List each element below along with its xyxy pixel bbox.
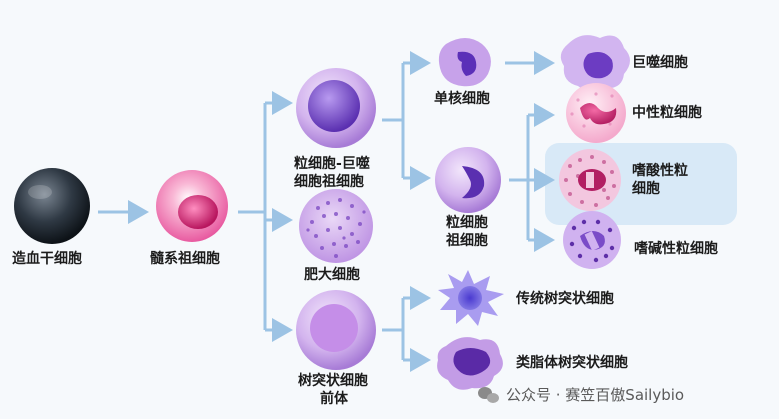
monocyte-label: 单核细胞 <box>434 91 490 107</box>
eosinophil-label-line2: 细胞 <box>632 181 660 197</box>
granulocyte-progenitor-label-line1: 粒细胞 <box>446 215 488 231</box>
myeloid-progenitor-label: 髓系祖细胞 <box>150 251 220 267</box>
eosinophil-label-line1: 嗜酸性粒 <box>632 163 688 179</box>
basophil-label: 嗜碱性粒细胞 <box>634 241 718 257</box>
myeloid-progenitor-cell <box>156 170 228 242</box>
granulocyte-progenitor-cell <box>435 147 501 213</box>
wechat-icon <box>478 386 500 404</box>
plasmacytoid-dc-cell <box>437 337 503 390</box>
mast-cell-label: 肥大细胞 <box>304 267 360 283</box>
watermark: 公众号 · 赛笠百傲Sailybio <box>478 384 684 405</box>
conventional-dc-label: 传统树突状细胞 <box>516 291 614 307</box>
watermark-text: 公众号 · 赛笠百傲Sailybio <box>506 386 685 404</box>
gmp-cell <box>296 68 376 148</box>
hsc-label: 造血干细胞 <box>12 251 82 267</box>
basophil-cell <box>563 211 621 269</box>
dc-precursor-label-line2: 前体 <box>320 391 348 407</box>
hsc-cell <box>14 168 90 244</box>
eosinophil-cell <box>559 149 621 211</box>
conventional-dc-cell <box>438 270 504 326</box>
monocyte-cell <box>438 38 491 87</box>
connectors <box>98 51 555 372</box>
plasmacytoid-dc-label: 类脂体树突状细胞 <box>516 355 628 371</box>
dc-precursor-cell <box>296 290 376 370</box>
mast-cell <box>299 189 373 263</box>
macrophage-cell <box>560 35 630 92</box>
granulocyte-progenitor-label-line2: 祖细胞 <box>446 233 488 249</box>
gmp-label-line2: 细胞祖细胞 <box>294 174 364 190</box>
dc-precursor-label-line1: 树突状细胞 <box>298 373 368 389</box>
macrophage-label: 巨噬细胞 <box>632 55 688 71</box>
neutrophil-cell <box>566 83 626 143</box>
neutrophil-label: 中性粒细胞 <box>632 105 702 121</box>
gmp-label-line1: 粒细胞-巨噬 <box>294 156 370 172</box>
